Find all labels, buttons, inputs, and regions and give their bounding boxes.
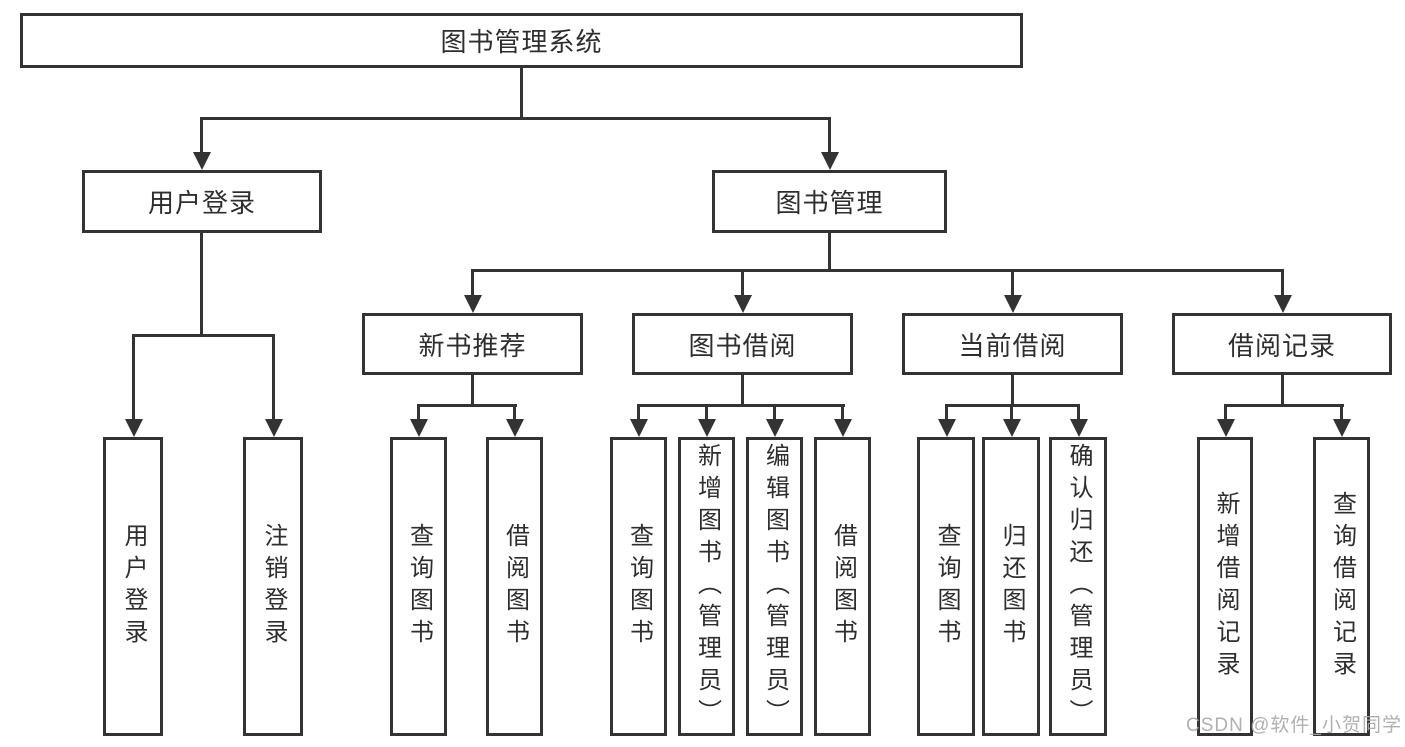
connector-arrow-cb-return: [1010, 404, 1013, 419]
leaf-bb-edit-books-admin: 编辑图书（管理员）: [746, 437, 803, 736]
leaf-label: 查询图书: [625, 522, 653, 651]
leaf-label: 用户登录: [120, 522, 147, 651]
connector-arrow-br-add: [1224, 404, 1227, 419]
node-book-management: 图书管理: [712, 170, 947, 233]
node-label: 当前借阅: [958, 330, 1067, 361]
connector-mgmt-stem: [828, 233, 831, 272]
leaf-br-add-record: 新增借阅记录: [1197, 437, 1253, 736]
leaf-bb-query-books: 查询图书: [610, 437, 667, 736]
leaf-bb-add-books-admin: 新增图书（管理员）: [678, 437, 735, 736]
leaf-label: 编辑图书（管理员）: [761, 442, 789, 731]
connector-arrow-bb-borrow: [841, 404, 844, 419]
connector-arrow-book-management: [828, 117, 831, 152]
connector-user-bus: [132, 334, 274, 337]
connector-arrow-borrowing-records: [1281, 269, 1284, 295]
node-borrowing-records: 借阅记录: [1172, 313, 1392, 375]
connector-cb-stem: [1011, 375, 1014, 407]
connector-arrow-bb-query: [637, 404, 640, 419]
leaf-label: 借阅图书: [829, 522, 857, 651]
leaf-logout: 注销登录: [243, 437, 303, 736]
leaf-label: 新增借阅记录: [1212, 490, 1239, 683]
connector-br-stem: [1281, 375, 1284, 407]
connector-user-stem: [200, 233, 203, 337]
connector-root-stem: [520, 68, 523, 118]
csdn-watermark: CSDN @软件_小贺同学: [1186, 715, 1402, 736]
leaf-label: 注销登录: [260, 522, 287, 651]
leaf-bb-borrow-books: 借阅图书: [814, 437, 871, 736]
leaf-cb-return-books: 归还图书: [982, 437, 1040, 736]
leaf-label: 新增图书（管理员）: [693, 442, 721, 731]
leaf-label: 查询图书: [933, 522, 960, 651]
connector-arrow-cb-query: [945, 404, 948, 419]
connector-arrow-book-borrowing: [741, 269, 744, 295]
connector-arrow-cb-confirm: [1077, 404, 1080, 419]
connector-bb-bus: [637, 404, 845, 407]
leaf-label: 查询图书: [405, 522, 433, 651]
leaf-nb-borrow-books: 借阅图书: [486, 437, 543, 736]
leaf-label: 借阅图书: [501, 522, 529, 651]
node-label: 图书管理: [775, 188, 884, 218]
connector-arrow-bb-add: [705, 404, 708, 419]
connector-arrow-br-query: [1340, 404, 1343, 419]
node-label: 图书管理系统: [440, 27, 603, 57]
connector-mgmt-bus: [471, 269, 1283, 272]
leaf-label: 查询借阅记录: [1328, 490, 1356, 683]
node-label: 借阅记录: [1227, 330, 1336, 361]
node-user-login: 用户登录: [82, 170, 322, 233]
connector-arrow-nb-query: [417, 404, 420, 419]
leaf-br-query-record: 查询借阅记录: [1313, 437, 1370, 736]
node-label: 图书借阅: [688, 330, 797, 361]
connector-arrow-nb-borrow: [513, 404, 516, 419]
node-label: 新书推荐: [418, 330, 527, 361]
node-book-borrowing: 图书借阅: [632, 313, 853, 375]
connector-arrow-user-login: [200, 117, 203, 152]
leaf-label: 确认归还（管理员）: [1065, 442, 1092, 731]
leaf-user-login: 用户登录: [103, 437, 163, 736]
leaf-cb-confirm-return-admin: 确认归还（管理员）: [1049, 437, 1107, 736]
connector-root-bus: [201, 117, 831, 120]
node-new-book-recommend: 新书推荐: [362, 313, 583, 375]
connector-arrow-current-borrowing: [1011, 269, 1014, 295]
connector-arrow-login: [132, 334, 135, 419]
node-current-borrowing: 当前借阅: [902, 313, 1123, 375]
connector-bb-stem: [741, 375, 744, 407]
leaf-label: 归还图书: [998, 522, 1025, 651]
leaf-nb-query-books: 查询图书: [390, 437, 447, 736]
leaf-cb-query-books: 查询图书: [917, 437, 975, 736]
connector-arrow-logout: [272, 334, 275, 419]
connector-arrow-bb-edit: [773, 404, 776, 419]
node-label: 用户登录: [147, 188, 256, 218]
node-system-root: 图书管理系统: [20, 13, 1023, 68]
connector-nb-stem: [471, 375, 474, 407]
connector-nb-bus: [417, 404, 517, 407]
connector-br-bus: [1224, 404, 1344, 407]
connector-arrow-new-books: [471, 269, 474, 295]
